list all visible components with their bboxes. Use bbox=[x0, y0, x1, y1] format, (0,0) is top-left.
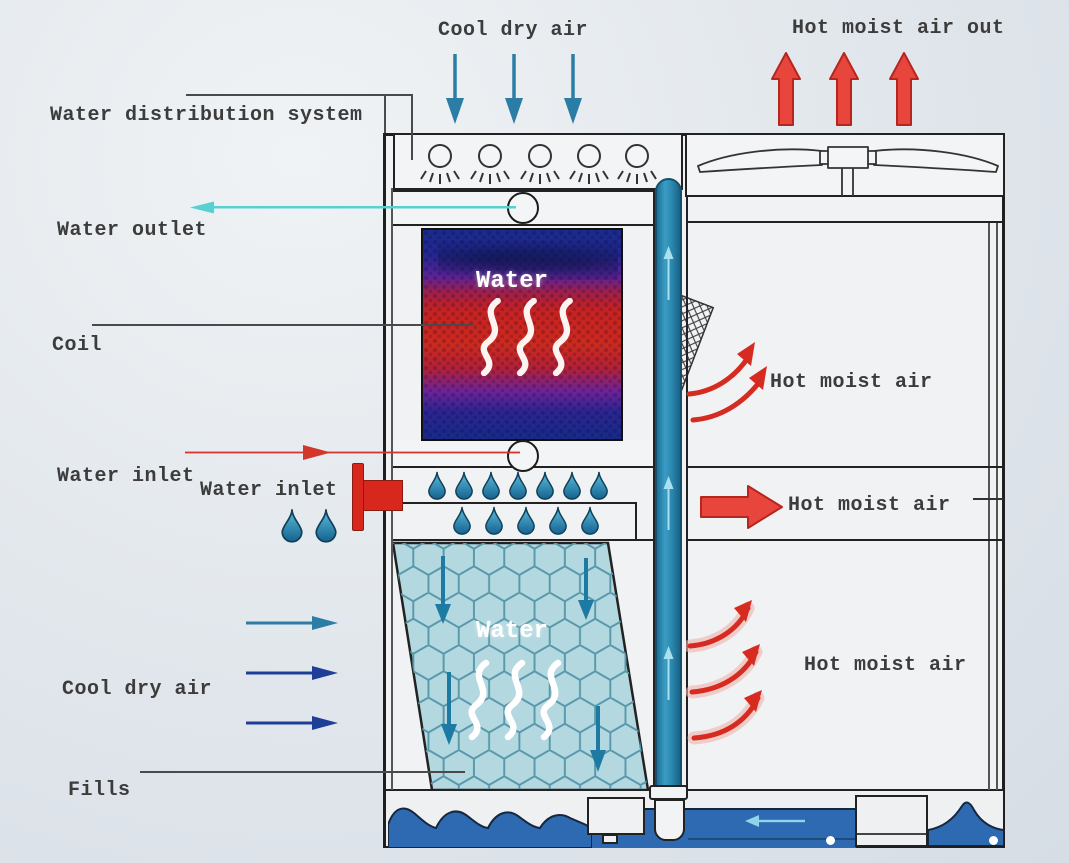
water-droplet-icon bbox=[515, 506, 537, 535]
hot-air-curved-arrows-lower bbox=[686, 600, 765, 745]
fan-band-line bbox=[687, 221, 1005, 223]
callout-coil bbox=[92, 324, 473, 326]
basin-channel-shade bbox=[688, 838, 855, 840]
coil-shadow-smudge bbox=[438, 238, 618, 280]
label-cool-dry-air-top: Cool dry air bbox=[438, 19, 589, 42]
label-coil: Coil bbox=[52, 334, 103, 357]
channel-top-line bbox=[687, 466, 1005, 468]
water-outlet-arrow bbox=[190, 201, 516, 214]
spray-zone-bottomline bbox=[393, 539, 655, 541]
pump-foot bbox=[602, 834, 618, 844]
fill-water-label: Water bbox=[475, 618, 548, 645]
basin-flow-arrow-icon bbox=[745, 815, 805, 827]
hot-air-up-arrow-icon bbox=[889, 52, 919, 126]
pipe-elbow-collar bbox=[649, 785, 688, 800]
inner-wall-right-1 bbox=[988, 222, 990, 790]
cool-air-down-arrow-icon bbox=[446, 54, 464, 124]
pipe-up-arrow-icon bbox=[663, 246, 674, 300]
label-cool-dry-air-left: Cool dry air bbox=[62, 678, 213, 701]
label-hot-moist-air-lower: Hot moist air bbox=[804, 654, 967, 677]
water-droplet-icon bbox=[534, 471, 556, 500]
water-inlet-arrow bbox=[185, 445, 520, 460]
water-droplet-icon bbox=[313, 508, 339, 543]
pump-box bbox=[587, 797, 645, 835]
heat-squiggle-icon bbox=[472, 298, 578, 376]
basin-drain-dot bbox=[826, 836, 835, 845]
wall-right-column-left bbox=[686, 197, 688, 790]
cool-air-right-arrow-icon bbox=[246, 616, 338, 630]
water-droplet-icon bbox=[483, 506, 505, 535]
callout-water-distribution-v1 bbox=[384, 94, 386, 133]
spray-nozzle-icon bbox=[420, 144, 460, 184]
water-inlet-pipe-stub bbox=[363, 480, 403, 511]
label-water-inlet-b: Water inlet bbox=[200, 479, 338, 502]
spray-nozzle-icon bbox=[569, 144, 609, 184]
label-water-inlet-a: Water inlet bbox=[57, 465, 195, 488]
water-droplet-icon bbox=[507, 471, 529, 500]
label-hot-moist-air-middle: Hot moist air bbox=[788, 494, 951, 517]
cool-air-right-arrow-icon bbox=[246, 716, 338, 730]
hot-air-up-arrow-icon bbox=[771, 52, 801, 126]
basin bbox=[386, 789, 1004, 848]
water-droplet-icon bbox=[480, 471, 502, 500]
label-fills: Fills bbox=[68, 779, 131, 802]
pipe-elbow-body bbox=[654, 799, 685, 841]
spray-nozzle-icon bbox=[617, 144, 657, 184]
coil-heat-exchanger bbox=[421, 228, 623, 441]
water-droplet-icon bbox=[561, 471, 583, 500]
spray-nozzle-icon bbox=[520, 144, 560, 184]
water-droplet-icon bbox=[588, 471, 610, 500]
spray-zone-midline bbox=[393, 502, 636, 504]
inner-wall-right-2 bbox=[996, 222, 998, 790]
heat-squiggle-icon bbox=[460, 652, 566, 748]
label-water-distribution-system: Water distribution system bbox=[50, 104, 363, 127]
callout-water-distribution-h bbox=[186, 94, 412, 96]
basin-water-right bbox=[928, 801, 1004, 846]
callout-fills bbox=[140, 771, 465, 773]
cool-air-right-arrow-icon bbox=[246, 666, 338, 680]
cool-air-down-arrow-icon bbox=[505, 54, 523, 124]
hot-air-curved-arrows-upper bbox=[686, 342, 767, 423]
spray-zone-vline bbox=[635, 502, 637, 540]
water-droplet-icon bbox=[547, 506, 569, 535]
water-droplet-icon bbox=[451, 506, 473, 535]
channel-bottom-line bbox=[687, 539, 1005, 541]
coil-inlet-port bbox=[507, 440, 539, 472]
channel-right-tick bbox=[973, 498, 1003, 500]
coil-water-label: Water bbox=[475, 268, 548, 295]
water-droplet-icon bbox=[279, 508, 305, 543]
axial-fan-icon bbox=[697, 146, 999, 196]
cool-air-down-arrow-icon bbox=[564, 54, 582, 124]
label-water-outlet: Water outlet bbox=[57, 219, 208, 242]
right-equipment-box bbox=[855, 795, 928, 847]
water-droplet-icon bbox=[579, 506, 601, 535]
pipe-up-arrow-icon bbox=[663, 476, 674, 530]
water-droplet-icon bbox=[426, 471, 448, 500]
fill-down-arrows bbox=[435, 556, 606, 772]
label-hot-moist-air-upper: Hot moist air bbox=[770, 371, 933, 394]
spray-nozzle-icon bbox=[470, 144, 510, 184]
pipe-up-arrow-icon bbox=[663, 646, 674, 700]
basin-water-left bbox=[388, 807, 592, 848]
callout-water-distribution-v2 bbox=[411, 94, 413, 160]
right-equipment-divider bbox=[857, 833, 926, 835]
water-droplet-icon bbox=[453, 471, 475, 500]
wall-left-column-right bbox=[653, 190, 655, 790]
hot-air-block-arrow bbox=[700, 485, 783, 529]
hot-air-up-arrow-icon bbox=[829, 52, 859, 126]
label-hot-moist-air-out: Hot moist air out bbox=[792, 17, 1005, 40]
basin-drain-dot bbox=[989, 836, 998, 845]
